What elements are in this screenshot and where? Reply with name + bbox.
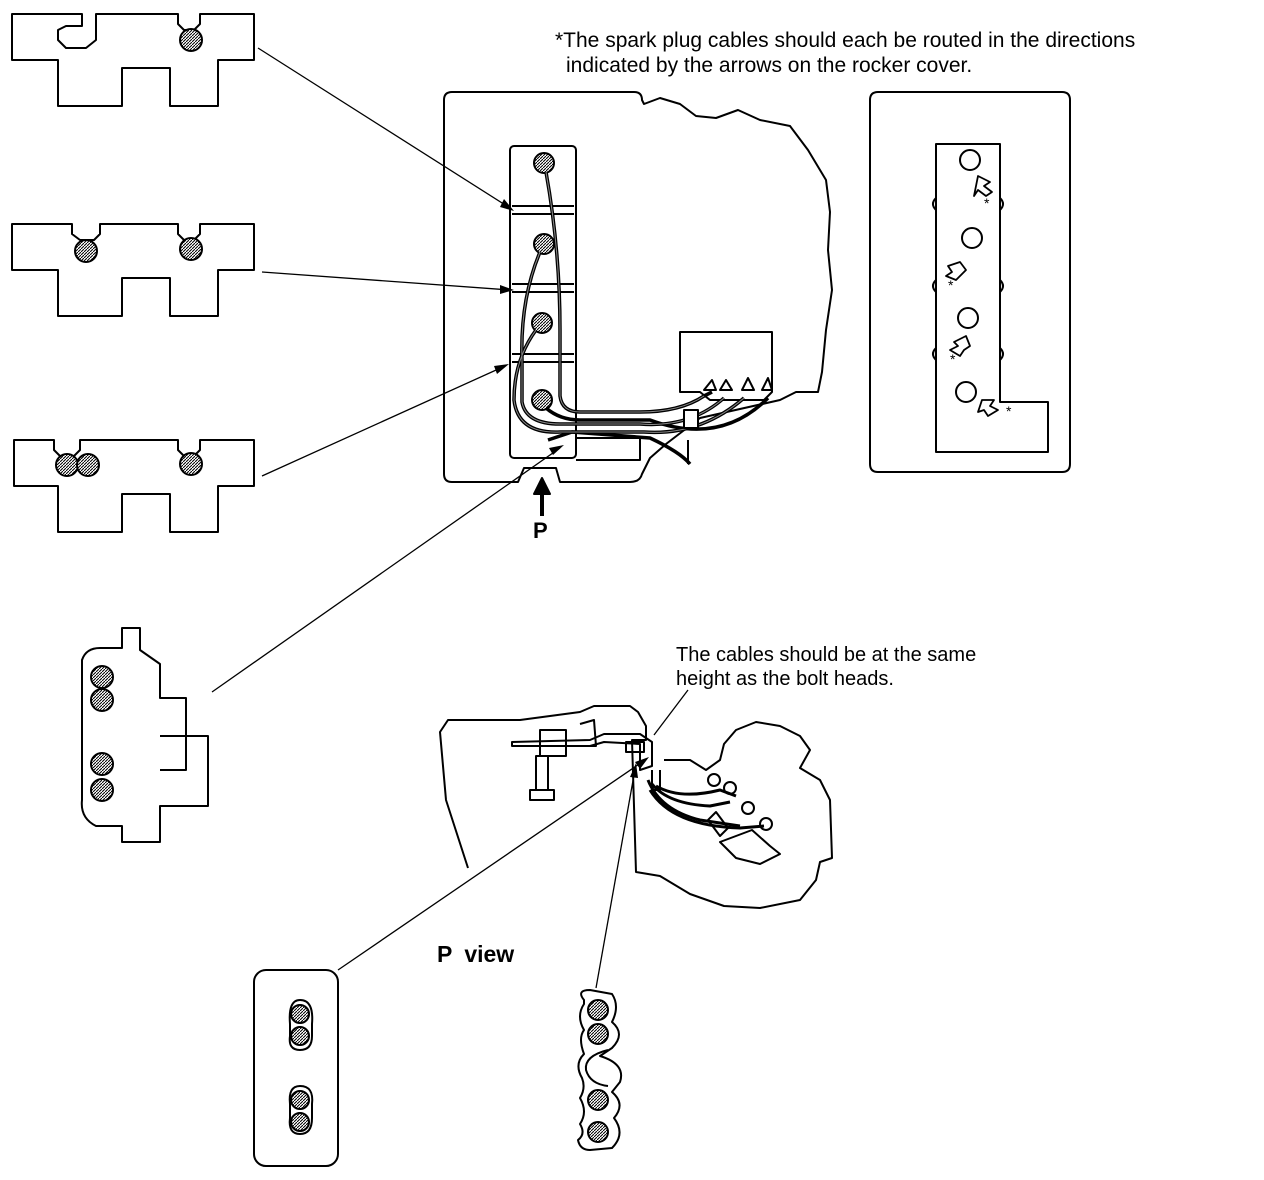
spark-plug-cables-top [512,171,770,466]
asterisk-1: * [984,195,990,211]
routing-note-line-1: *The spark plug cables should each be ro… [555,29,1136,52]
height-note: The cables should be at the same height … [676,643,976,691]
cable-grommet [179,28,203,52]
leader-lines [211,47,689,989]
view-label: P view [437,941,515,967]
routing-note-line-2: indicated by the arrows on the rocker co… [566,54,973,77]
arrow-label-p: P [533,518,548,543]
cable-clamp-4-quad [80,627,209,843]
spark-plug-1 [533,152,555,174]
asterisk-2: * [948,277,954,293]
plug-hole-3 [957,307,979,329]
rocker-cover-arrow-detail [869,91,1071,473]
routing-note: *The spark plug cables should each be ro… [555,28,1135,78]
spark-plug-3 [531,312,553,334]
leader-arrowheads [494,199,649,778]
routing-arrow-icon [945,175,999,417]
view-arrow-p [533,477,551,516]
cable-clamp-5-pview [253,969,339,1167]
distributor-cap [679,331,773,401]
spark-plug-4 [531,389,553,411]
cable-clamp-2-double [11,223,255,317]
plug-hole-1 [959,149,981,171]
cable-clamp-1-single [11,13,255,107]
height-note-line-1: The cables should be at the same [676,644,977,666]
asterisk-4: * [1006,403,1012,419]
spark-plug-2 [533,233,555,255]
cable-clamp-6-bracket [577,989,622,1151]
engine-side-view [439,705,833,909]
cable-clamp-3-triple [13,439,255,533]
plug-hole-2 [961,227,983,249]
cable-clip [683,409,699,429]
rocker-cover [509,145,577,459]
asterisk-3: * [950,351,956,367]
height-note-line-2: height as the bolt heads. [676,668,894,690]
engine-top-view [443,91,833,483]
plug-hole-4 [955,381,977,403]
